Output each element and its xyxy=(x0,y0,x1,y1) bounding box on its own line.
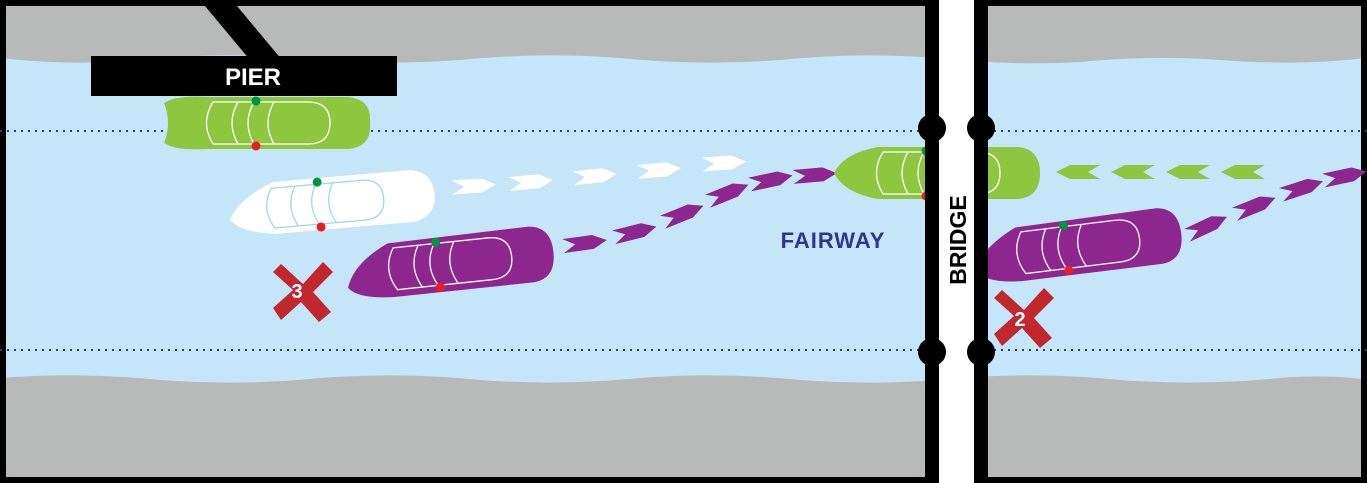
starboard-light xyxy=(431,237,441,247)
no-go-marker-2: 2 xyxy=(994,288,1054,348)
bridge-pier-nw xyxy=(918,114,946,142)
starboard-light xyxy=(251,96,261,106)
purple-boat-west xyxy=(348,226,554,298)
green-boat-docked xyxy=(164,96,371,151)
bridge-pier-se xyxy=(967,338,995,366)
fairway-label: FAIRWAY xyxy=(781,228,886,253)
no-go-marker-3: 3 xyxy=(273,262,333,322)
pier-label: PIER xyxy=(225,64,281,91)
purple-boat-east xyxy=(976,208,1182,282)
bridge-pier-sw xyxy=(918,338,946,366)
north-shore xyxy=(0,0,1367,64)
port-light xyxy=(435,282,445,292)
white-boat xyxy=(230,169,435,234)
starboard-light xyxy=(1058,221,1068,231)
marker-number: 3 xyxy=(291,281,302,303)
bridge-pier-ne xyxy=(967,114,995,142)
starboard-light xyxy=(312,177,322,187)
port-light xyxy=(1064,265,1074,275)
south-shore xyxy=(0,375,1367,483)
port-light xyxy=(251,141,261,151)
port-light xyxy=(316,222,326,232)
marker-number: 2 xyxy=(1014,309,1025,331)
bridge-label-overlay: BRIDGE xyxy=(945,195,971,284)
pier xyxy=(91,0,397,96)
bridge xyxy=(918,0,995,483)
